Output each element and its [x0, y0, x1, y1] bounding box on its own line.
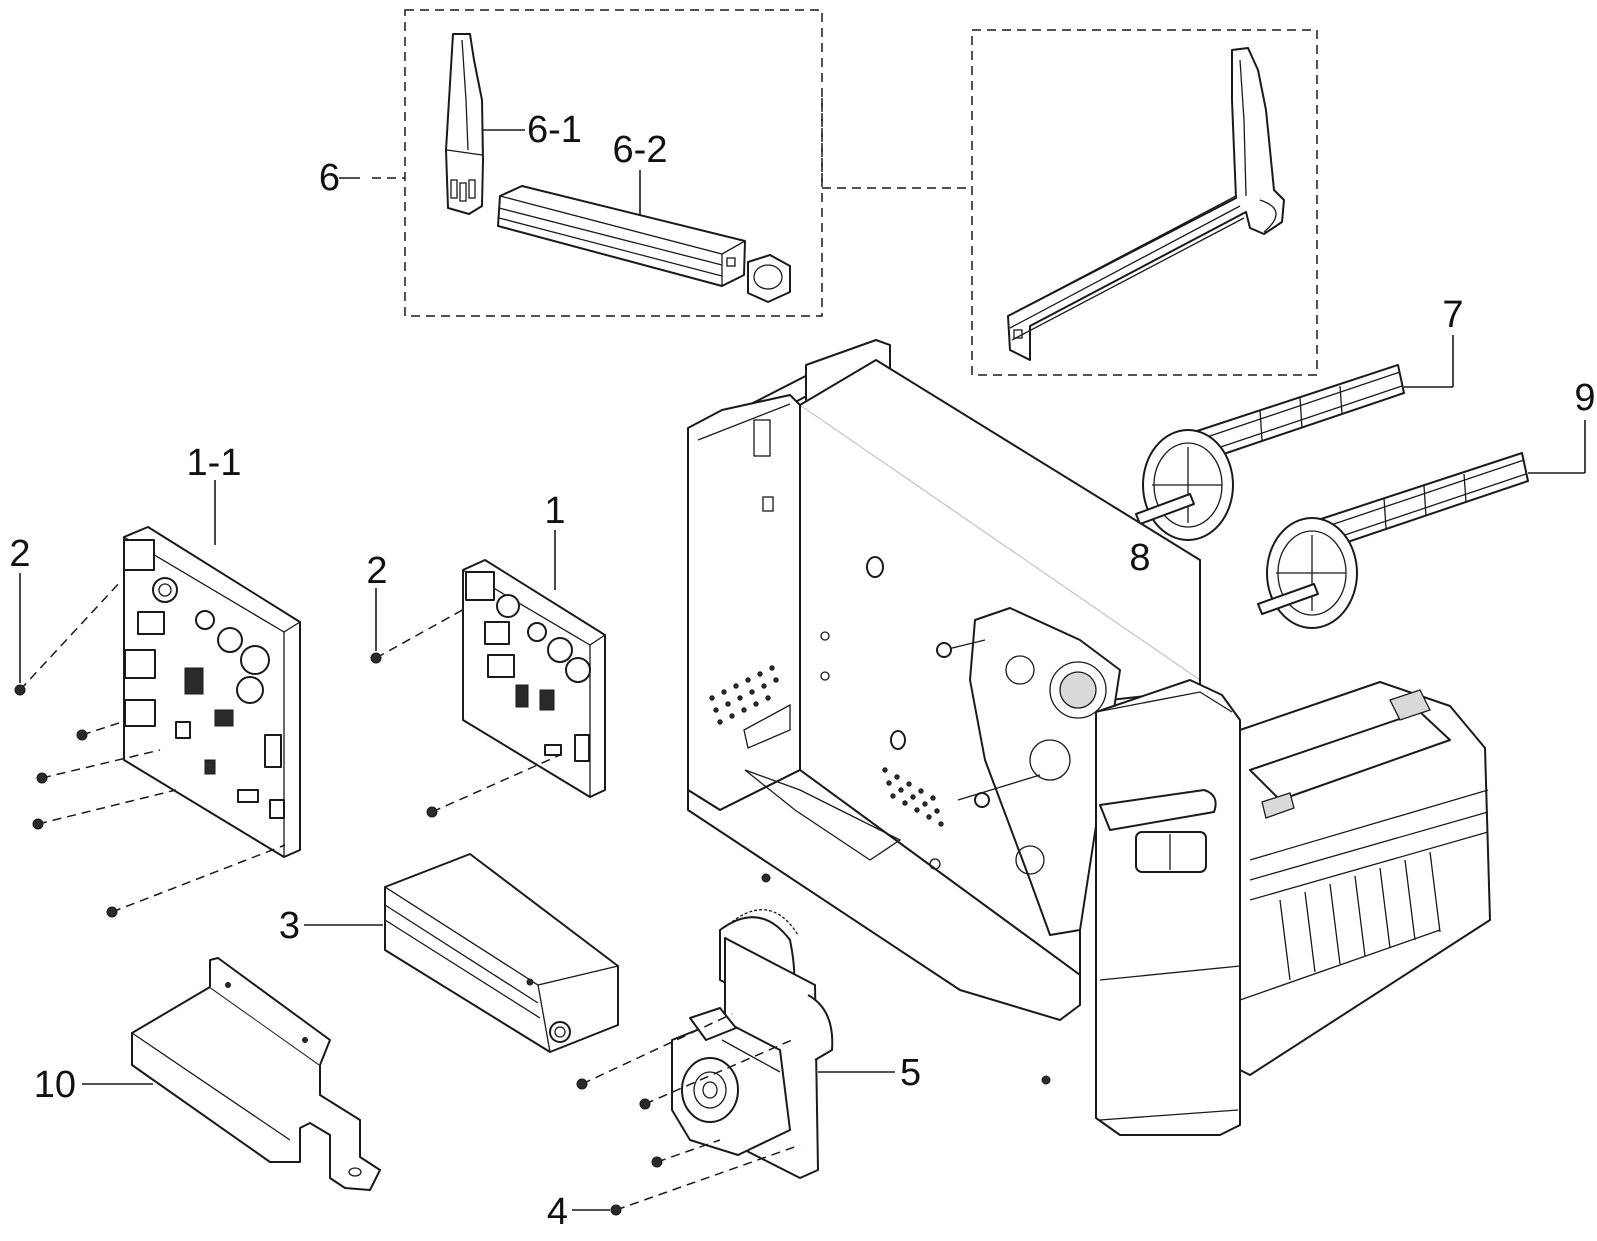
part-4-screws — [576, 1013, 801, 1216]
part-3-power-supply — [384, 853, 619, 1053]
part-1-1-main-board — [123, 526, 301, 858]
screws-board-1 — [370, 607, 561, 818]
label-10: 10 — [34, 1064, 76, 1106]
label-4: 4 — [547, 1191, 568, 1233]
printer-chassis — [687, 339, 1491, 1136]
vent-holes-back — [882, 767, 944, 827]
screws-board-1-1 — [14, 579, 286, 918]
part-5-motor-gear-assembly — [671, 909, 834, 1179]
part-1-board — [462, 559, 606, 798]
part-7-spindle — [1135, 364, 1405, 541]
label-6: 6 — [319, 157, 340, 199]
part-6-1-bracket — [445, 33, 484, 215]
label-2-left: 2 — [9, 533, 30, 575]
label-7: 7 — [1442, 294, 1463, 336]
label-3: 3 — [279, 905, 300, 947]
label-1: 1 — [544, 490, 565, 532]
label-6-1: 6-1 — [527, 109, 582, 151]
label-2-center: 2 — [366, 550, 387, 592]
assembled-stand-box — [971, 29, 1318, 376]
label-1-1: 1-1 — [187, 442, 242, 484]
label-5: 5 — [900, 1052, 921, 1094]
part-9-spindle — [1257, 452, 1529, 629]
part-6-2-shaft — [497, 185, 791, 303]
vent-holes-left — [709, 665, 779, 725]
label-6-2: 6-2 — [613, 129, 668, 171]
label-8: 8 — [1129, 537, 1150, 579]
part-10-bracket — [131, 957, 381, 1191]
connector-dashes — [821, 98, 972, 189]
label-9: 9 — [1574, 377, 1595, 419]
